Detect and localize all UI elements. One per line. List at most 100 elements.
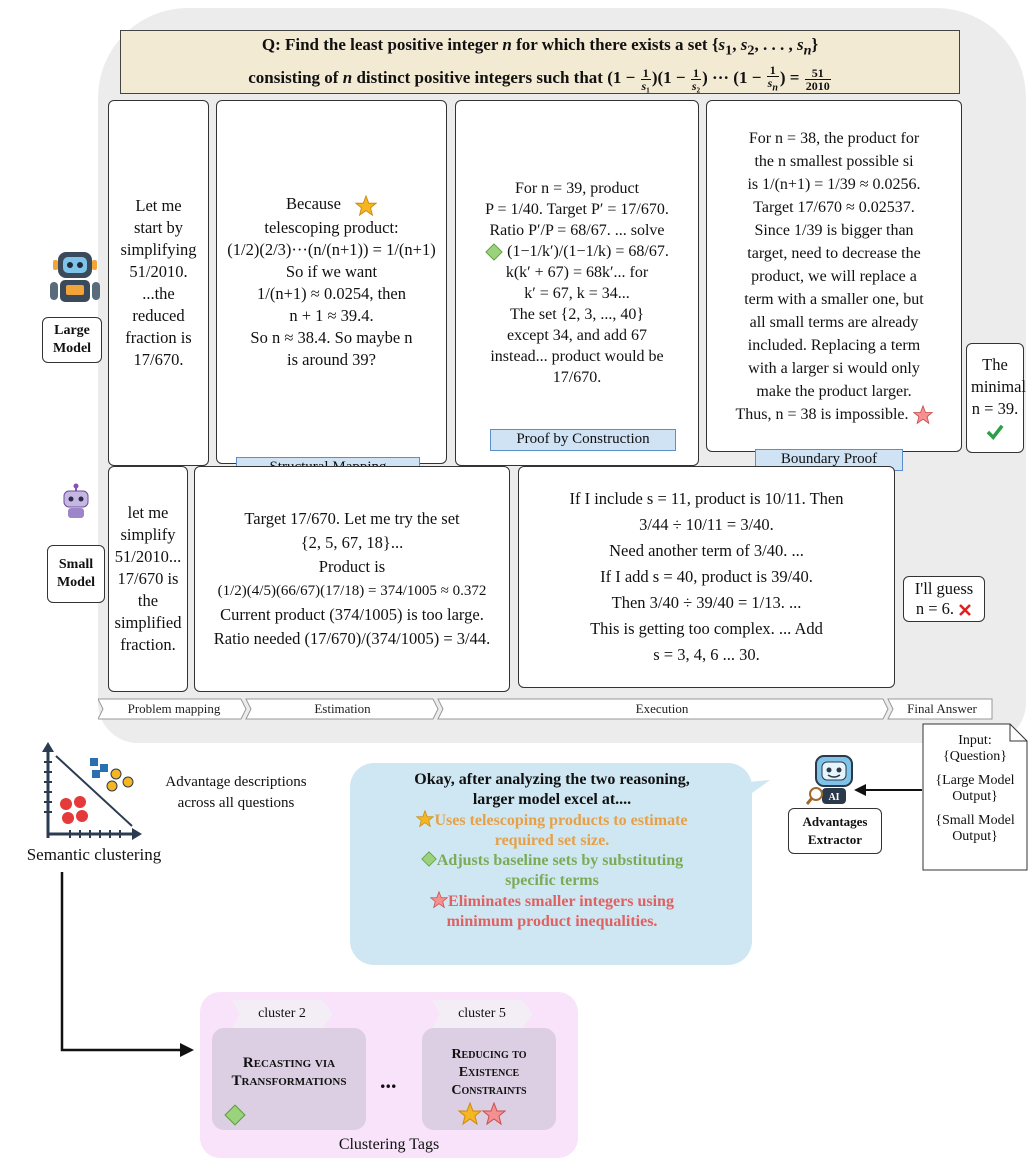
red-cross-icon bbox=[959, 604, 972, 617]
text: fraction is bbox=[125, 328, 192, 347]
text: Constraints bbox=[451, 1083, 527, 1098]
text: s = 3, 4, 6 ... 30. bbox=[653, 645, 760, 664]
text: Recasting via bbox=[242, 1055, 336, 1071]
arrow-to-extractor bbox=[854, 784, 922, 796]
text: product, we will replace a bbox=[751, 267, 917, 285]
text: Output} bbox=[952, 789, 998, 804]
text: Because bbox=[221, 193, 442, 216]
text: 51/2010... bbox=[114, 547, 182, 566]
text: larger model excel at.... bbox=[472, 791, 632, 808]
small-final-answer: I'll guess n = 6. bbox=[903, 576, 985, 622]
text: included. Replacing a term bbox=[747, 336, 921, 354]
text: is around 39? bbox=[287, 349, 376, 369]
advantages-extractor-label: Advantages Extractor bbox=[788, 808, 882, 854]
large-bubble-1: Let me start by simplifying 51/2010. ...… bbox=[108, 100, 209, 466]
text: n + 1 ≈ 39.4. bbox=[289, 305, 374, 325]
text: For n = 38, the product for bbox=[748, 129, 920, 147]
text: minimum product inequalities. bbox=[446, 913, 658, 930]
text: fraction. bbox=[120, 635, 176, 654]
text: Extractor bbox=[807, 832, 863, 847]
cluster-ellipsis: ... bbox=[380, 1068, 397, 1093]
red-star-icon bbox=[912, 404, 933, 425]
text: Ratio needed (17/670)/(374/1005) = 3/44. bbox=[213, 629, 491, 648]
extractor-screen: AI bbox=[828, 792, 840, 803]
stage-final-answer: Final Answer bbox=[907, 701, 977, 716]
text: Target 17/670 ≈ 0.02537. bbox=[753, 198, 915, 216]
text: Advantage descriptions bbox=[165, 774, 307, 790]
text: 17/670. bbox=[552, 369, 602, 386]
text: Ratio P′/P = 68/67. ... solve bbox=[489, 222, 665, 239]
red-star-icon bbox=[481, 1102, 506, 1126]
question-line-2: consisting of n distinct positive intege… bbox=[248, 63, 831, 94]
text: the n smallest possible si bbox=[754, 152, 914, 170]
text: Input: bbox=[958, 733, 992, 748]
semantic-clustering-icon bbox=[42, 742, 142, 840]
text: {2, 5, 67, 18}... bbox=[300, 533, 404, 552]
cluster-5-title: Reducing to Existence Constraints bbox=[424, 1046, 554, 1100]
question-box: Q: Find the least positive integer n for… bbox=[120, 30, 960, 94]
text: Reducing to bbox=[451, 1047, 527, 1062]
text: reduced bbox=[132, 306, 185, 325]
text: 17/670. bbox=[133, 350, 184, 369]
text: let me bbox=[127, 503, 169, 522]
orange-star-icon bbox=[458, 1102, 483, 1126]
stage-problem-mapping: Problem mapping bbox=[127, 701, 221, 716]
text: 51/2010. ...the bbox=[129, 262, 188, 303]
large-bubble-4: For n = 38, the product for the n smalle… bbox=[706, 100, 962, 452]
orange-star-icon bbox=[354, 194, 378, 216]
text: Transformations bbox=[231, 1073, 347, 1089]
text: telescoping product: bbox=[264, 217, 399, 237]
green-diamond-icon bbox=[485, 243, 503, 262]
analysis-tail bbox=[748, 780, 770, 796]
text: (1/2)(2/3)···(n/(n+1)) = 1/(n+1) bbox=[227, 239, 436, 259]
text: minimal bbox=[971, 377, 1026, 396]
small-bubble-3: If I include s = 11, product is 10/11. T… bbox=[518, 466, 895, 688]
question-line-1: Q: Find the least positive integer n for… bbox=[261, 35, 819, 59]
large-robot-icon bbox=[50, 252, 100, 302]
text: Need another term of 3/40. ... bbox=[609, 541, 804, 560]
text: make the product larger. bbox=[756, 382, 912, 400]
text: is 1/(n+1) = 1/39 ≈ 0.0256. bbox=[747, 175, 921, 193]
stage-execution: Execution bbox=[635, 701, 689, 716]
text: This is getting too complex. ... Add bbox=[590, 619, 823, 638]
stage-bar bbox=[98, 698, 993, 720]
small-bubble-2: Target 17/670. Let me try the set {2, 5,… bbox=[194, 466, 510, 692]
tag-proof-by-construction: Proof by Construction bbox=[490, 429, 676, 451]
text: instead... product would be bbox=[490, 348, 664, 365]
text: start by bbox=[133, 218, 184, 237]
text: For n = 39, product bbox=[514, 180, 640, 197]
text: {Small Model bbox=[935, 813, 1015, 828]
text: {Large Model bbox=[935, 773, 1015, 788]
advantage-3: Eliminates smaller integers using bbox=[356, 890, 748, 912]
tag-boundary-proof: Boundary Proof bbox=[755, 449, 903, 471]
text: all small terms are already bbox=[749, 313, 919, 331]
text: Target 17/670. Let me try the set bbox=[244, 509, 460, 528]
text: The bbox=[982, 355, 1008, 374]
cluster-5-tab: cluster 5 bbox=[442, 1003, 522, 1025]
large-final-answer: The minimal n = 39. bbox=[966, 343, 1026, 453]
text: Output} bbox=[952, 829, 998, 844]
cluster-5-stars bbox=[458, 1102, 506, 1126]
cluster-2-tab: cluster 2 bbox=[242, 1003, 322, 1025]
text: Existence bbox=[458, 1065, 520, 1080]
arrow-to-tags bbox=[60, 872, 194, 1057]
text: If I include s = 11, product is 10/11. T… bbox=[569, 489, 844, 508]
cluster-2-title: Recasting via Transformations bbox=[216, 1054, 362, 1090]
text: 1/(n+1) ≈ 0.0254, then bbox=[257, 283, 406, 303]
green-diamond-icon bbox=[224, 1104, 246, 1126]
text: {Question} bbox=[943, 749, 1007, 764]
analysis-bubble bbox=[350, 763, 752, 965]
text: Current product (374/1005) is too large. bbox=[220, 605, 484, 624]
stage-estimation: Estimation bbox=[314, 701, 371, 716]
input-document: Input: {Question} {Large Model Output} {… bbox=[924, 733, 1026, 845]
text: Let me bbox=[135, 196, 182, 215]
green-diamond-icon bbox=[421, 851, 437, 867]
text: So n ≈ 38.4. So maybe n bbox=[250, 327, 413, 347]
input-document-icon bbox=[922, 723, 1028, 871]
clustering-tags-label: Clustering Tags bbox=[338, 1136, 440, 1153]
text: required set size. bbox=[494, 832, 610, 849]
analysis-text: Okay, after analyzing the two reasoning,… bbox=[356, 770, 748, 932]
advantage-descriptions: Advantage descriptions across all questi… bbox=[146, 772, 326, 814]
